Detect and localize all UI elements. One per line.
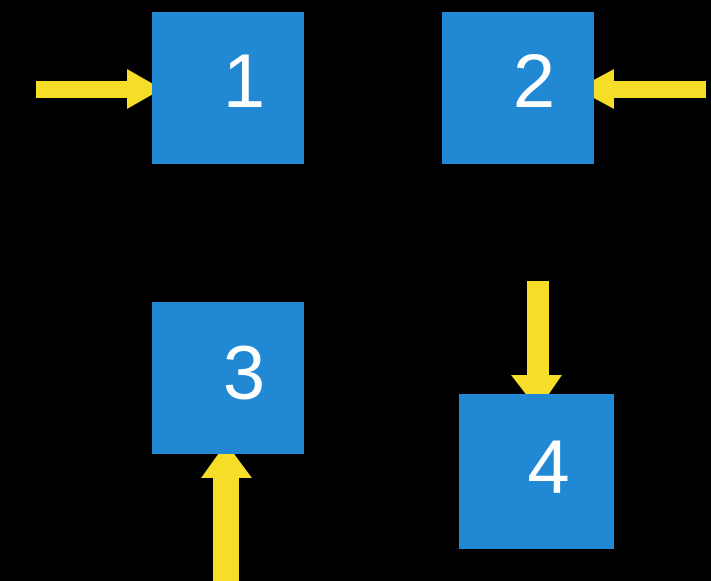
node-label-2: 2 [512,39,556,124]
arrow-shape [511,281,562,410]
node-box-4[interactable]: 4 [459,394,614,549]
arrow-right-into-node-1-icon [36,69,162,109]
node-label-1: 1 [222,39,266,124]
node-label-4: 4 [527,424,570,510]
node-box-3[interactable]: 3 [152,302,304,454]
node-box-1[interactable]: 1 [152,12,304,164]
arrow-left-into-node-2-icon [577,69,706,109]
arrow-shape [201,443,252,581]
arrow-shape [577,69,706,109]
arrow-up-into-node-3-icon [201,443,252,581]
arrow-down-into-node-4-icon [511,281,562,410]
node-label-3: 3 [222,331,266,416]
arrow-shape [36,69,162,109]
node-box-2[interactable]: 2 [442,12,594,164]
